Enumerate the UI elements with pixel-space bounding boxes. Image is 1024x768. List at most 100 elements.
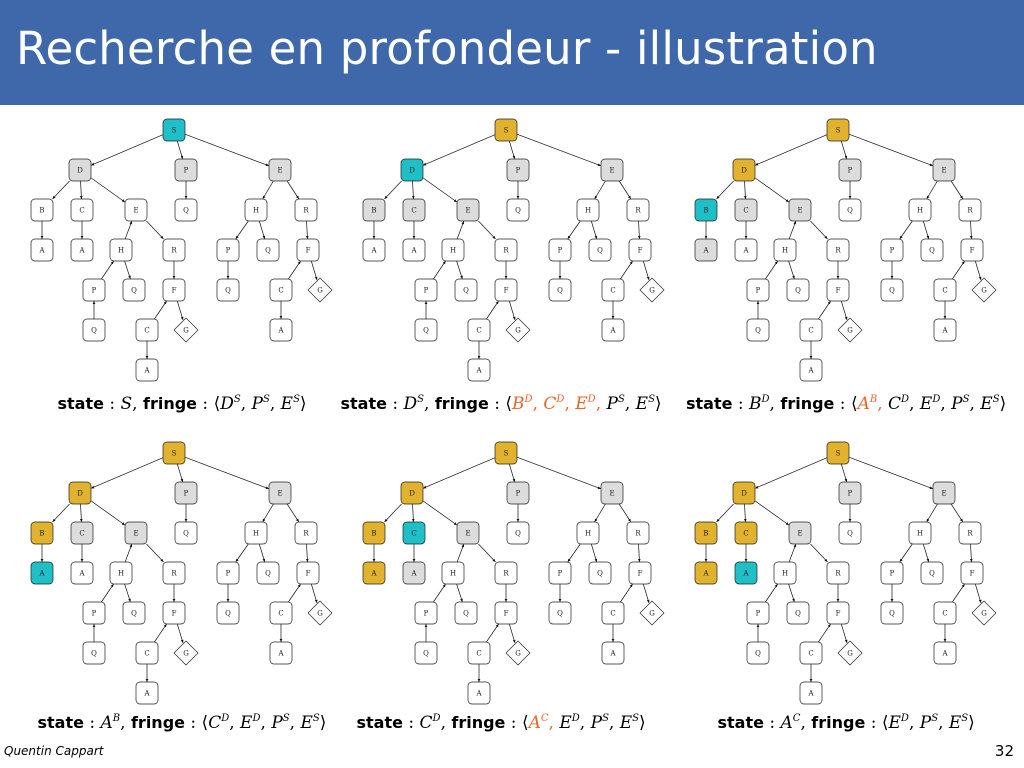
node-label: E: [133, 530, 138, 538]
fringe-node: E: [888, 713, 901, 733]
node-ca: A: [734, 238, 758, 262]
node-s: S: [162, 441, 186, 465]
edge-E2H-E2HP: [101, 583, 114, 603]
node-label: Q: [225, 610, 231, 618]
node-e2hq: Q: [454, 601, 478, 625]
separator: ,: [624, 394, 636, 414]
node-d: D: [732, 481, 756, 505]
edge-R-RF: [305, 220, 309, 240]
node-label: Q: [91, 327, 97, 335]
state-keyword: state: [686, 394, 733, 413]
node-label: G: [649, 287, 655, 295]
separator: :: [386, 394, 404, 414]
node-label: E: [941, 490, 946, 498]
node-label: Q: [265, 247, 271, 255]
node-e2h: H: [441, 561, 465, 585]
node-label: Q: [847, 530, 853, 538]
separator: ,: [595, 394, 607, 414]
state-parent: D: [432, 713, 441, 724]
edge-E2RF-E2RFC: [486, 300, 499, 320]
node-e2rfc: C: [135, 318, 159, 342]
separator: :: [197, 394, 214, 414]
node-label: S: [504, 450, 509, 458]
node-label: E: [277, 490, 282, 498]
fringe-item: PS,: [920, 713, 949, 733]
node-label: G: [515, 327, 521, 335]
node-label: A: [143, 367, 150, 375]
node-label: Q: [597, 570, 603, 578]
node-e2rfg: G: [505, 317, 531, 343]
edge-E2H-E2HP: [433, 583, 446, 603]
node-label: Q: [225, 287, 231, 295]
edge-E2-E2R: [146, 220, 164, 240]
edge-D-B: [52, 503, 70, 523]
node-label: Q: [515, 530, 521, 538]
fringe-item: ES: [980, 394, 999, 414]
node-hq: Q: [920, 561, 944, 585]
node-e: E: [932, 481, 956, 505]
edge-E2-E2H: [124, 220, 133, 240]
edge-E-H: [262, 503, 274, 523]
separator: :: [402, 713, 420, 733]
fringe-node: C: [543, 394, 557, 414]
node-rfca: A: [601, 641, 625, 665]
node-label: F: [172, 610, 177, 618]
edge-E2-E2H: [124, 543, 133, 563]
fringe-parent: D: [587, 394, 596, 405]
node-label: R: [635, 207, 641, 215]
separator: :: [103, 394, 121, 414]
state-caption-3: state : BD, fringe : ⟨AB, CD, ED, PS, ES…: [686, 394, 1006, 414]
left-angle: ⟨: [850, 394, 858, 414]
current-state: D: [403, 394, 418, 414]
edge-H-HP: [899, 543, 913, 563]
right-angle: ⟩: [639, 713, 646, 733]
edge-D-E2: [754, 177, 790, 203]
fringe-item: CD,: [208, 713, 240, 733]
node-label: A: [807, 690, 814, 698]
separator: ,: [877, 394, 889, 414]
edge-R-RF: [637, 220, 641, 240]
node-p: P: [506, 481, 530, 505]
node-label: Q: [515, 207, 521, 215]
node-s: S: [826, 118, 850, 142]
node-hq: Q: [256, 561, 280, 585]
node-label: Q: [423, 650, 429, 658]
node-label: H: [450, 570, 456, 578]
edge-RF-RFG: [642, 583, 650, 604]
node-e2hpq: Q: [82, 318, 106, 342]
node-e2rf: F: [494, 601, 518, 625]
edge-D-C: [743, 180, 747, 200]
node-label: G: [317, 287, 323, 295]
node-label: P: [890, 247, 895, 255]
fringe-node: C: [208, 713, 222, 733]
node-label: R: [835, 247, 841, 255]
node-q: Q: [174, 198, 198, 222]
edge-S-D: [754, 134, 828, 166]
fringe-node: P: [590, 713, 603, 733]
fringe-item: ES: [300, 713, 319, 733]
node-label: A: [370, 570, 377, 578]
node-e2hp: P: [414, 601, 438, 625]
node-label: A: [38, 570, 45, 578]
node-label: Q: [889, 610, 895, 618]
node-rfca: A: [933, 318, 957, 342]
edge-E2RF-E2RFG: [508, 623, 516, 644]
node-label: P: [516, 167, 521, 175]
node-e2rfg: G: [173, 317, 199, 343]
fringe-item: ES: [636, 394, 655, 414]
node-e2hp: P: [746, 601, 770, 625]
node-c: C: [70, 198, 94, 222]
fringe-node: E: [240, 713, 253, 733]
separator: :: [732, 394, 750, 414]
current-state: C: [419, 713, 433, 733]
node-label: Q: [265, 570, 271, 578]
node-e2hp: P: [82, 601, 106, 625]
node-label: D: [741, 490, 747, 498]
node-label: B: [39, 530, 44, 538]
right-angle: ⟩: [999, 394, 1007, 414]
node-label: H: [917, 207, 923, 215]
edge-S-E: [184, 456, 270, 490]
node-label: B: [371, 530, 376, 538]
edge-E2H-E2HP: [101, 260, 114, 280]
